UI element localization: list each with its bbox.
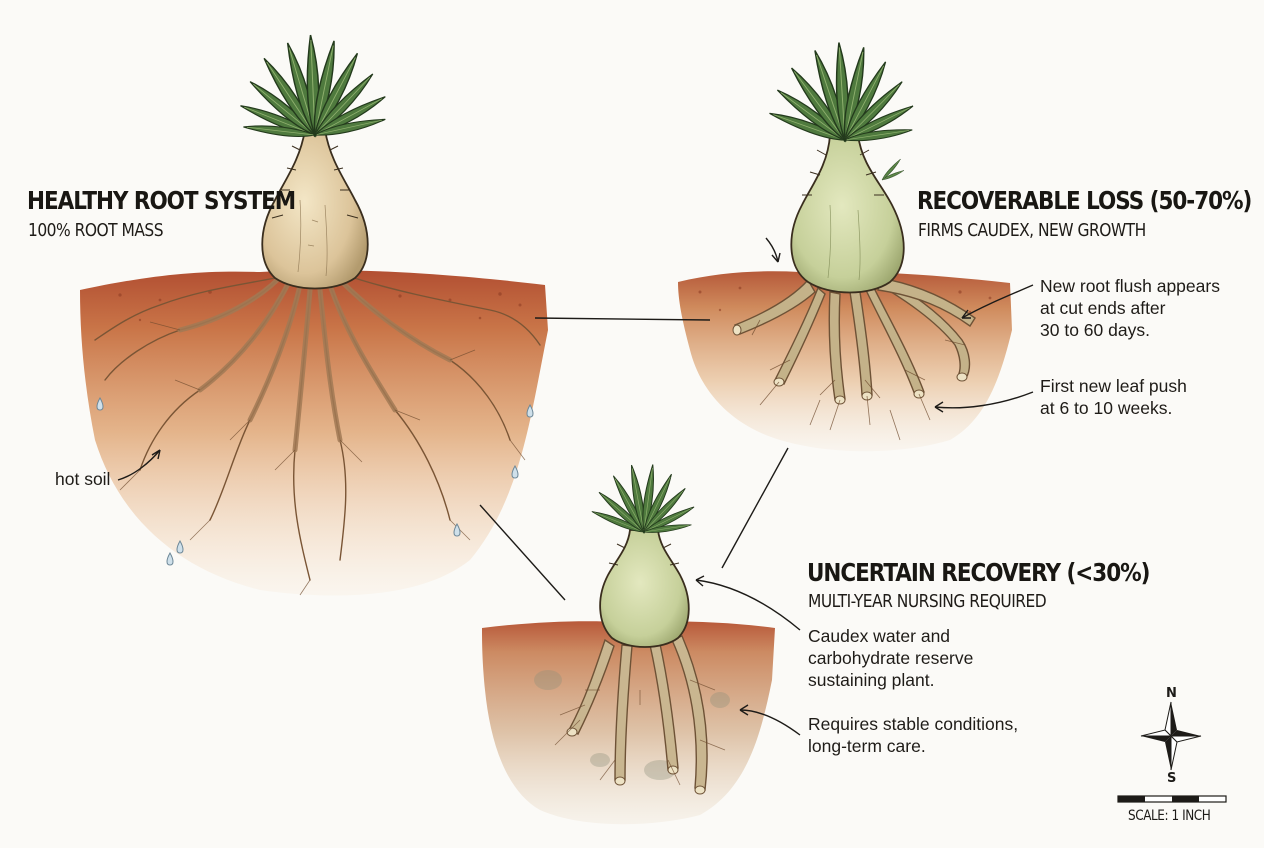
healthy-plant-illustration bbox=[80, 34, 548, 596]
healthy-subtitle: 100% ROOT MASS bbox=[28, 220, 164, 241]
recoverable-plant-illustration bbox=[678, 41, 1034, 452]
healthy-leaf-crown bbox=[237, 34, 388, 141]
uncertain-title: UNCERTAIN RECOVERY (<30%) bbox=[807, 558, 1150, 587]
compass-rose-icon bbox=[1140, 701, 1202, 771]
uncertain-leaf-crown bbox=[590, 463, 696, 536]
caudex-reserve-line-2: carbohydrate reserve bbox=[808, 648, 974, 668]
stable-conditions-line-1: Requires stable conditions, bbox=[808, 714, 1019, 734]
recoverable-title: RECOVERABLE LOSS (50-70%) bbox=[917, 186, 1252, 215]
healthy-caudex bbox=[261, 129, 369, 290]
uncertain-plant-illustration bbox=[482, 463, 801, 825]
caudex-reserve-line-3: sustaining plant. bbox=[808, 670, 935, 690]
stable-conditions-line-2: long-term care. bbox=[808, 736, 926, 756]
root-flush-note: New root flush appears at cut ends after… bbox=[1040, 275, 1220, 341]
caudex-reserve-note: Caudex water and carbohydrate reserve su… bbox=[808, 625, 973, 691]
water-drops bbox=[96, 396, 534, 566]
compass-south-label: S bbox=[1167, 771, 1177, 786]
leaf-push-line-1: First new leaf push bbox=[1040, 376, 1187, 396]
recoverable-subtitle: FIRMS CAUDEX, NEW GROWTH bbox=[918, 220, 1146, 241]
scale-label: SCALE: 1 INCH bbox=[1128, 808, 1211, 824]
uncertain-caudex bbox=[599, 529, 690, 648]
leaf-push-line-2: at 6 to 10 weeks. bbox=[1040, 398, 1173, 418]
root-flush-line-2: at cut ends after bbox=[1040, 298, 1166, 318]
scale-bar bbox=[1117, 795, 1227, 803]
hot-soil-label: hot soil bbox=[55, 469, 111, 489]
root-flush-line-3: 30 to 60 days. bbox=[1040, 320, 1150, 340]
compass-north-label: N bbox=[1166, 686, 1177, 701]
caudex-reserve-line-1: Caudex water and bbox=[808, 626, 951, 646]
healthy-title: HEALTHY ROOT SYSTEM bbox=[27, 186, 296, 215]
stable-conditions-note: Requires stable conditions, long-term ca… bbox=[808, 713, 1018, 757]
healthy-soil bbox=[80, 270, 548, 596]
connector-lines bbox=[479, 317, 789, 601]
root-flush-line-1: New root flush appears bbox=[1040, 276, 1220, 296]
uncertain-subtitle: MULTI-YEAR NURSING REQUIRED bbox=[808, 591, 1047, 612]
leaf-push-note: First new leaf push at 6 to 10 weeks. bbox=[1040, 375, 1187, 419]
recoverable-caudex bbox=[790, 134, 905, 294]
